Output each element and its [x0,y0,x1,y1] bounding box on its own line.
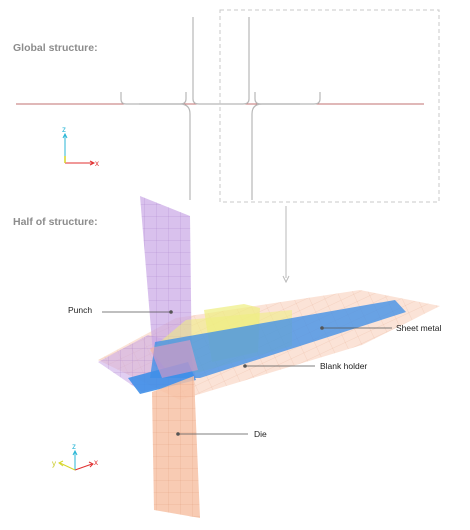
blank-holder-label: Blank holder [320,361,367,371]
half-structure-title: Half of structure: [13,216,98,228]
callout-blank-holder: Blank holder [243,361,367,371]
half-structure-3d [98,196,440,518]
callout-punch: Punch [68,305,173,315]
axis-z-label: z [62,125,66,134]
axis-triad-bottom: x y z [52,442,98,471]
punch-label: Punch [68,305,92,315]
global-structure [16,9,440,284]
axis-y-label-bottom: y [52,459,56,468]
selection-box [219,9,440,203]
die-right-outline [251,103,300,200]
axis-x-label: x [95,159,99,168]
sheet-metal-label: Sheet metal [396,323,441,333]
punch-radius [150,340,198,378]
sheet-metal-strip [150,300,406,378]
global-structure-title: Global structure: [13,42,98,54]
callout-sheet-metal: Sheet metal [320,323,441,333]
die-left-outline [139,103,191,200]
selection-arrow-head [282,275,290,284]
die-label: Die [254,429,267,439]
axis-x-label-bottom: x [94,458,98,467]
axis-z-label-bottom: z [72,442,76,451]
punch-outline [192,17,250,105]
blank-holder-left-outline [120,92,187,105]
axis-triad-top: x z [62,125,99,168]
blank-holder-right-outline [254,92,321,105]
callout-die: Die [176,429,267,439]
